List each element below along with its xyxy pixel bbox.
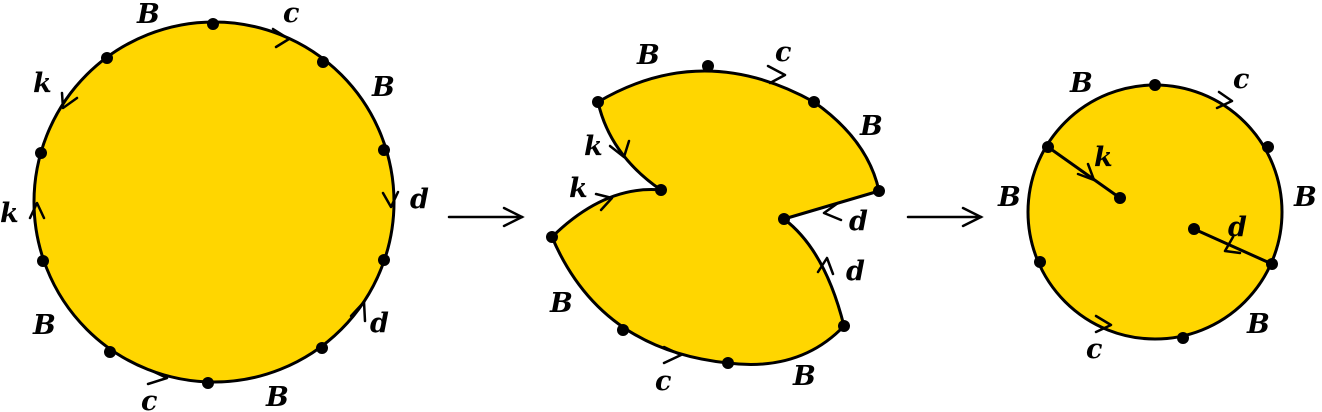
disk-3-vertex [1042, 141, 1054, 153]
disk-3-arrow-c-bottom [1094, 314, 1113, 334]
disk-1-label-c-bottom: c [141, 386, 157, 412]
disk-1-region [32, 20, 396, 384]
transition-arrow-1 [447, 206, 525, 228]
disk-2-label-B-top: B [636, 40, 660, 71]
disk-3-label-B-right: B [1293, 182, 1317, 213]
disk-2-arrow-d-lower [816, 256, 835, 276]
disk-3-vertex [1266, 258, 1278, 270]
disk-2-label-B-right: B [859, 111, 883, 142]
step-2-pinched-disk: B c B k k d d B c B [546, 37, 885, 397]
disk-3-label-d: d [1228, 212, 1247, 243]
disk-1-label-d-lower: d [370, 308, 389, 339]
disk-2-arrow-k-lower [594, 192, 614, 212]
disk-2-vertex [702, 60, 714, 72]
disk-1-vertex [37, 255, 49, 267]
disk-2-label-B-left: B [549, 288, 573, 319]
disk-3-arrow-d [1223, 235, 1242, 255]
disk-1-arrow-k-left [28, 201, 46, 220]
disk-2-arrow-d-upper [822, 201, 843, 222]
disk-3-label-c-top: c [1233, 64, 1249, 95]
disk-3-vertex [1149, 79, 1161, 91]
disk-1-arrow-d-right [381, 190, 400, 209]
disk-1-label-d-right: d [410, 184, 429, 215]
disk-1-arrow-c-bottom [146, 368, 169, 386]
disk-3-slit-k [1046, 145, 1122, 200]
disk-2-label-d-upper: d [849, 206, 868, 237]
disk-2-arrow-c-top [766, 64, 787, 85]
disk-3-label-B-top: B [1069, 68, 1093, 99]
disk-2-region [550, 69, 881, 366]
disk-1-vertex [101, 52, 113, 64]
disk-2-vertex [722, 357, 734, 369]
disk-2-label-c-bottom: c [655, 366, 671, 397]
disk-2-label-B-bottom: B [792, 361, 816, 392]
disk-2-vertex [808, 96, 820, 108]
disk-2-vertex [546, 231, 558, 243]
disk-3-slit-d [1192, 227, 1274, 266]
disk-1-vertex [378, 254, 390, 266]
disk-1-label-B-left: B [32, 310, 56, 341]
disk-2-label-k-upper: k [584, 131, 603, 162]
disk-1-vertex [316, 342, 328, 354]
disk-2-vertex [592, 96, 604, 108]
disk-3-label-c-bottom: c [1086, 334, 1102, 365]
disk-2-vertex [655, 184, 667, 196]
disk-1-label-B-bottom: B [265, 382, 289, 412]
disk-1-arrow-k-upper [60, 91, 79, 110]
disk-3-vertex [1177, 332, 1189, 344]
disk-2-vertex [838, 320, 850, 332]
disk-1-label-k-upper: k [33, 68, 52, 99]
transition-arrow-2 [906, 206, 984, 228]
disk-2-arrow-c-bottom [662, 345, 683, 365]
disk-1-vertex [202, 377, 214, 389]
disk-3-label-B-bottom: B [1246, 309, 1270, 340]
disk-2-label-d-lower: d [846, 256, 865, 287]
step-1-disk: B c B d d B c B k k [0, 0, 429, 412]
disk-2-arrow-k-upper [608, 139, 631, 159]
disk-3-vertex [1262, 141, 1274, 153]
disk-1-label-c-top: c [283, 0, 299, 29]
disk-2-vertex [778, 213, 790, 225]
disk-3-arrow-c-top [1215, 90, 1234, 110]
disk-3-vertex [1034, 256, 1046, 268]
disk-1-label-k-left: k [0, 198, 19, 229]
disk-2-label-k-lower: k [569, 173, 588, 204]
disk-1-vertex [35, 147, 47, 159]
disk-1-arrow-c-top [271, 27, 291, 49]
disk-1-label-B-right: B [371, 72, 395, 103]
disk-1-vertex [207, 18, 219, 30]
disk-1-label-B-top: B [136, 0, 160, 30]
disk-2-label-c-top: c [775, 37, 791, 68]
disk-3-vertex [1114, 192, 1126, 204]
disk-1-arrow-d-lower [349, 300, 367, 323]
step-3-disk-with-slits: B c k B B d B c [997, 64, 1317, 365]
disk-1-vertex [317, 56, 329, 68]
disk-1-vertex [104, 346, 116, 358]
disk-3-label-k: k [1094, 142, 1113, 173]
disk-3-vertex [1188, 223, 1200, 235]
disk-3-arrow-k [1076, 162, 1096, 182]
disk-2-vertex [617, 324, 629, 336]
disk-1-vertex [378, 144, 390, 156]
disk-3-label-B-left: B [997, 182, 1021, 213]
disk-2-vertex [873, 185, 885, 197]
